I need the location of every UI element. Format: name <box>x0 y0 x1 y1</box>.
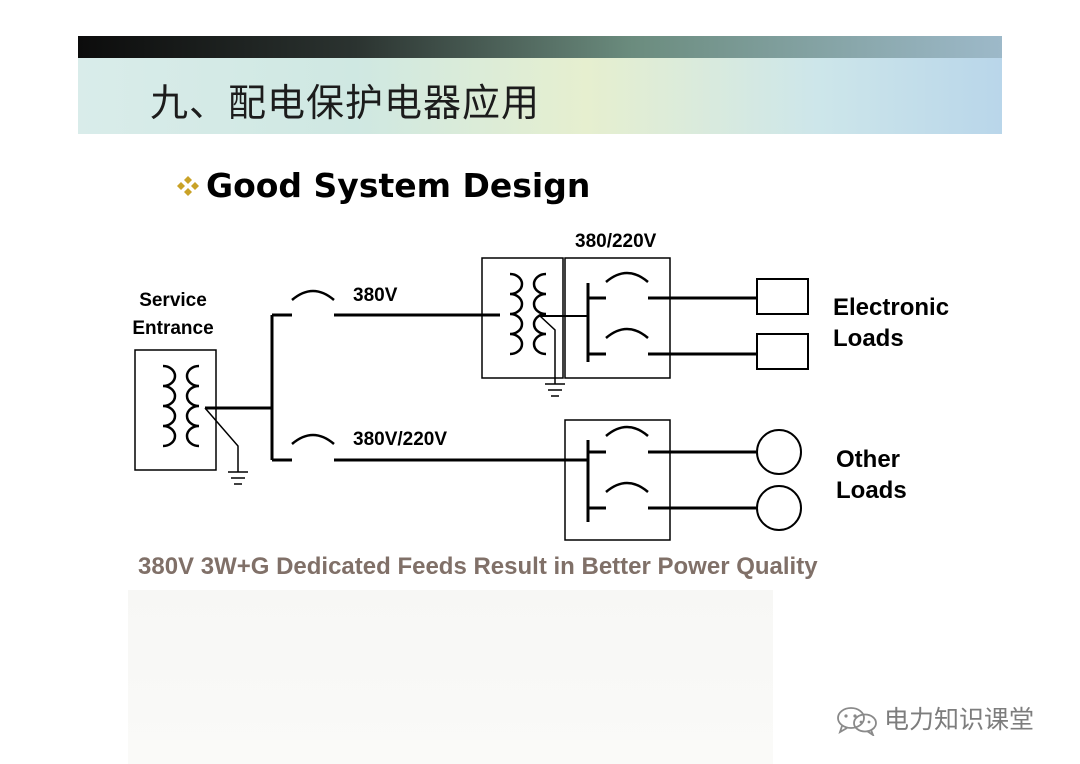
feed-380v-220v-label: 380V/220V <box>353 429 448 450</box>
step-down-secondary-coil <box>532 272 547 356</box>
title-strip <box>78 36 1002 58</box>
other-loads-label: Other Loads <box>836 444 907 506</box>
watermark-text: 电力知识课堂 <box>884 705 1035 734</box>
other-load-2 <box>756 485 802 531</box>
service-transformer-box <box>134 349 217 471</box>
electronic-load-1 <box>756 278 809 315</box>
heading-text: Good System Design <box>206 166 591 205</box>
electronic-breaker-1 <box>605 271 649 283</box>
electronic-loads-label-line-2: Loads <box>833 325 904 352</box>
service-entrance-label-line-1: Service <box>139 290 207 311</box>
electronic-breaker-2 <box>605 327 649 339</box>
step-down-transformer-box <box>481 257 564 379</box>
breaker-bottom <box>291 433 335 445</box>
service-entrance-label: Service Entrance <box>120 287 226 343</box>
heading: Good System Design <box>174 166 590 205</box>
watermark: 电力知识课堂 <box>834 700 1034 736</box>
service-entrance-label-line-2: Entrance <box>132 318 214 339</box>
transformer-output-label: 380/220V <box>575 231 657 252</box>
other-loads-label-line-1: Other <box>836 446 901 473</box>
step-down-ground-symbol <box>545 383 565 397</box>
electronic-loads-label-line-1: Electronic <box>833 294 950 321</box>
service-ground-symbol <box>228 471 248 485</box>
title-bar: 九、配电保护电器应用 <box>78 36 1002 134</box>
caption: 380V 3W+G Dedicated Feeds Result in Bett… <box>138 553 818 580</box>
slide-title: 九、配电保护电器应用 <box>150 81 541 125</box>
other-breaker-1 <box>605 425 649 437</box>
service-ground-lead <box>204 407 239 472</box>
wechat-icon <box>834 704 880 736</box>
feed-380v-label: 380V <box>353 285 398 306</box>
step-down-primary-coil <box>509 272 524 356</box>
other-loads-label-line-2: Loads <box>836 477 907 504</box>
other-panel-box <box>564 419 671 541</box>
electronic-loads-label: Electronic Loads <box>833 292 949 354</box>
diamond-bullet-icon <box>174 174 202 198</box>
breaker-top <box>291 289 335 301</box>
electronic-panel-box <box>564 257 671 379</box>
electronic-load-2 <box>756 333 809 370</box>
service-transformer-primary-coil <box>162 364 177 448</box>
other-load-1 <box>756 429 802 475</box>
service-transformer-secondary-coil <box>185 364 200 448</box>
step-down-ground-lead <box>539 315 556 384</box>
other-breaker-2 <box>605 481 649 493</box>
faint-background-panel <box>128 590 773 764</box>
